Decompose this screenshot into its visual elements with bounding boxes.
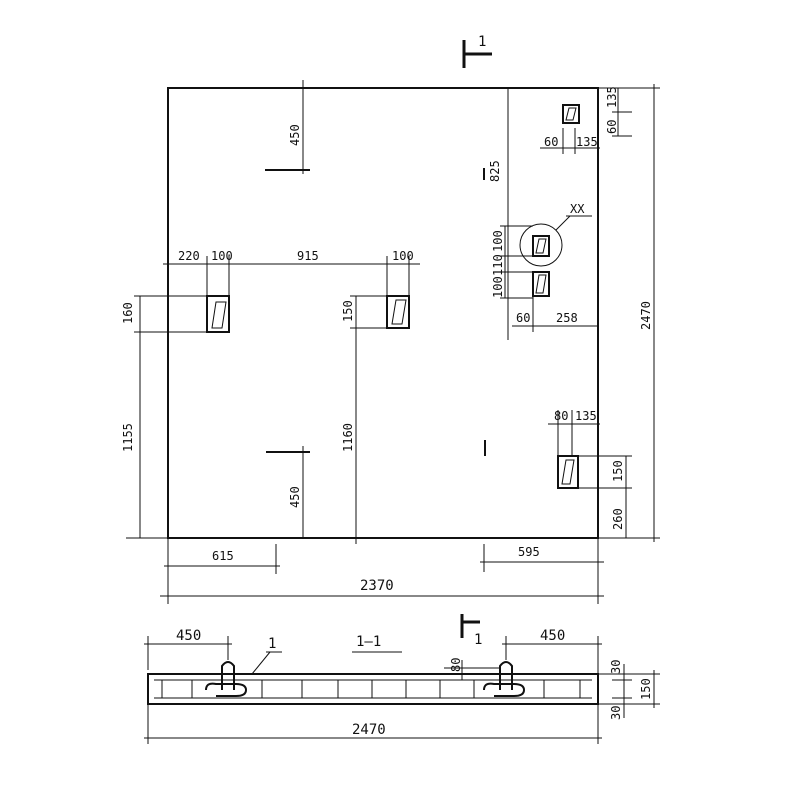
dim-258: 258 — [556, 311, 578, 325]
dim-row-100a: 100 — [211, 249, 233, 263]
section-title: 1–1 — [356, 634, 381, 650]
dim-row-915: 915 — [297, 249, 319, 263]
opening-lower-detail — [532, 271, 550, 297]
sec-dim-top-30: 30 — [609, 660, 623, 674]
dim-150-center: 150 — [341, 300, 355, 322]
dim-overall-height: 2470 — [639, 301, 653, 330]
dim-stack-110: 110 — [491, 254, 505, 276]
dim-135b: 135 — [575, 409, 597, 423]
sec-dim-80: 80 — [449, 658, 463, 672]
section-1-1: 1–1 1 450 450 — [144, 628, 660, 744]
dim-260: 260 — [611, 508, 625, 530]
dim-1160: 1160 — [341, 423, 355, 452]
opening-bottom-right — [557, 455, 579, 489]
opening-center — [386, 295, 410, 329]
detail-callout-label: XX — [570, 202, 585, 216]
dim-160: 160 — [121, 302, 135, 324]
sec-dim-overall-length: 2470 — [352, 722, 386, 738]
opening-left — [206, 295, 230, 333]
plan-dimensions: 450 135 60 60 135 825 100 110 100 220 10… — [121, 80, 653, 604]
lifting-loops — [265, 168, 486, 456]
section-mark-bottom: 1 — [460, 614, 482, 648]
dim-450-lower: 450 — [288, 486, 302, 508]
anchor-label: 1 — [268, 636, 276, 652]
dim-stack-100b: 100 — [491, 276, 505, 298]
opening-detail — [532, 235, 550, 257]
dim-right-60: 60 — [605, 120, 619, 134]
dim-825: 825 — [488, 160, 502, 182]
section-mark-top-label: 1 — [478, 34, 486, 50]
dim-small-135: 135 — [576, 135, 598, 149]
dim-150-right: 150 — [611, 460, 625, 482]
sec-dim-left-450: 450 — [176, 628, 201, 644]
dim-row-100b: 100 — [392, 249, 414, 263]
section-mark-bottom-label: 1 — [474, 632, 482, 648]
dim-small-60: 60 — [544, 135, 558, 149]
dim-80: 80 — [554, 409, 568, 423]
opening-top-right — [562, 104, 580, 124]
dim-overall-width: 2370 — [360, 578, 394, 594]
dim-60: 60 — [516, 311, 530, 325]
dim-1155: 1155 — [121, 423, 135, 452]
extension-lines — [507, 84, 660, 542]
dim-top-450: 450 — [288, 124, 302, 146]
dim-row-220: 220 — [178, 249, 200, 263]
slab-outline — [167, 87, 599, 539]
dim-bottom-615: 615 — [212, 549, 234, 563]
sec-dim-bottom-30: 30 — [609, 706, 623, 720]
section-mark-top: 1 — [462, 34, 492, 68]
sec-dim-150: 150 — [639, 678, 653, 700]
dim-right-top-135: 135 — [605, 86, 619, 108]
sec-dim-right-450: 450 — [540, 628, 565, 644]
detail-callout: XX — [519, 202, 592, 267]
dim-bottom-595: 595 — [518, 545, 540, 559]
dim-stack-100a: 100 — [491, 230, 505, 252]
